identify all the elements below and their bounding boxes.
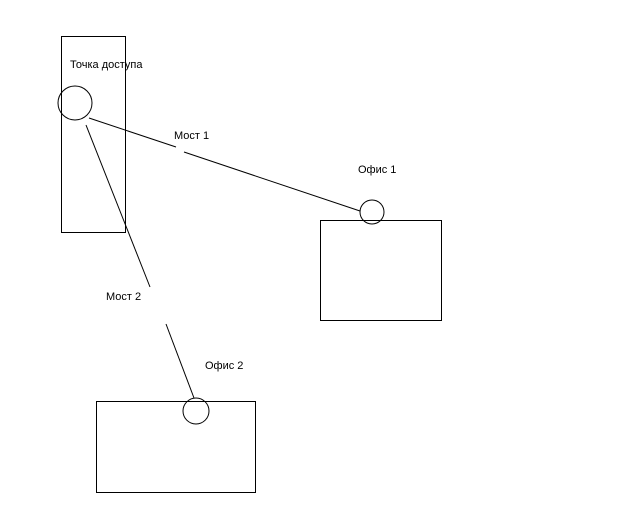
- access-point-node: Точка доступа: [57, 36, 143, 233]
- office2-antenna-icon: [182, 397, 210, 425]
- office2-node: Офис 2: [96, 360, 256, 493]
- office2-building: [96, 401, 256, 493]
- bridge1-line-segment: [88, 117, 177, 148]
- bridge1-link: Мост 1: [88, 117, 361, 212]
- bridge2-line-segment: [165, 323, 195, 399]
- bridge2-link: Мост 2: [85, 124, 195, 399]
- office1-label: Офис 1: [358, 164, 396, 176]
- office1-antenna-icon: [359, 199, 385, 225]
- access-point-label: Точка доступа: [70, 59, 143, 71]
- office2-label: Офис 2: [205, 360, 243, 372]
- access-point-tower: [61, 36, 126, 233]
- bridge2-label: Мост 2: [106, 291, 141, 303]
- office1-node: Офис 1: [320, 164, 442, 321]
- bridge1-label: Мост 1: [174, 130, 209, 142]
- access-point-antenna-icon: [57, 85, 93, 121]
- bridge1-line-segment: [183, 151, 361, 212]
- bridge2-line-segment: [85, 124, 151, 288]
- office1-building: [320, 220, 442, 321]
